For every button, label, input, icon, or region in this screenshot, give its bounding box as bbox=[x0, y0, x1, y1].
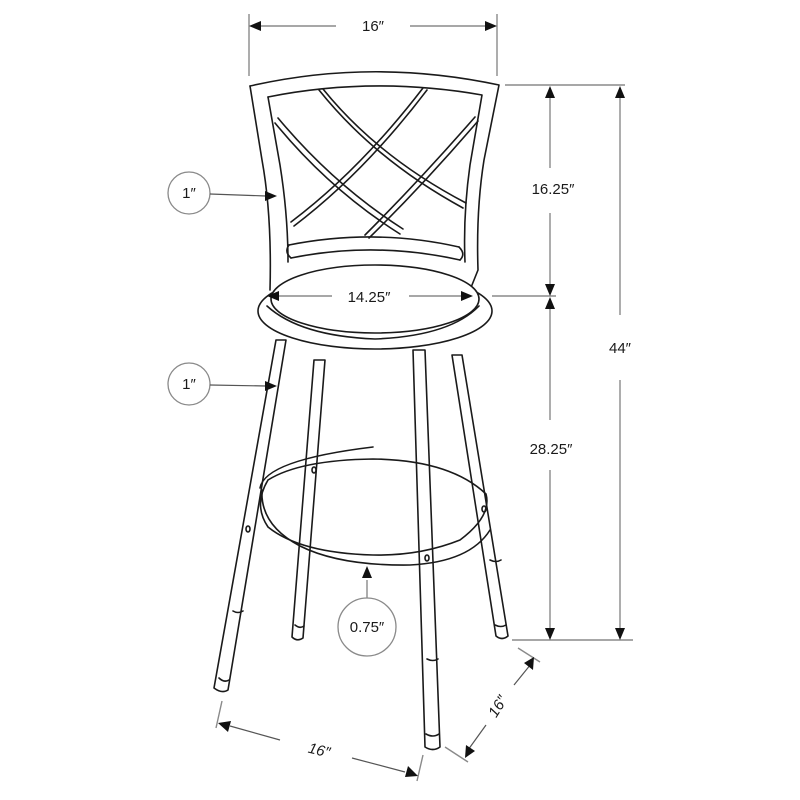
base-width-label: 16″ bbox=[306, 740, 332, 762]
backrest bbox=[249, 70, 500, 291]
callout-leg: 1″ bbox=[167, 362, 277, 406]
base-depth-label: 16″ bbox=[485, 692, 511, 720]
back-frame-callout-label: 1″ bbox=[182, 185, 196, 202]
top-width-label: 16″ bbox=[362, 18, 385, 35]
seat-diameter-label: 14.25″ bbox=[348, 289, 392, 306]
footrest-callout-label: 0.75″ bbox=[350, 619, 385, 636]
seat-height-label: 28.25″ bbox=[530, 441, 574, 458]
backrest-height-label: 16.25″ bbox=[532, 181, 576, 198]
top-width-dimension: 16″ bbox=[248, 14, 498, 76]
callout-back-frame: 1″ bbox=[167, 171, 277, 215]
callout-footrest: 0.75″ bbox=[337, 566, 397, 657]
seat bbox=[257, 264, 493, 350]
overall-height-label: 44″ bbox=[609, 340, 632, 357]
seat-width-dimension: 14.25″ bbox=[267, 289, 473, 306]
base-width-dimension: 16″ bbox=[215, 700, 424, 782]
height-dimensions: 16.25″ 28.25″ 44″ bbox=[492, 84, 633, 641]
base-depth-dimension: 16″ bbox=[444, 647, 541, 763]
legs bbox=[213, 339, 509, 751]
leg-callout-label: 1″ bbox=[182, 376, 196, 393]
footrest-ring bbox=[259, 446, 491, 566]
